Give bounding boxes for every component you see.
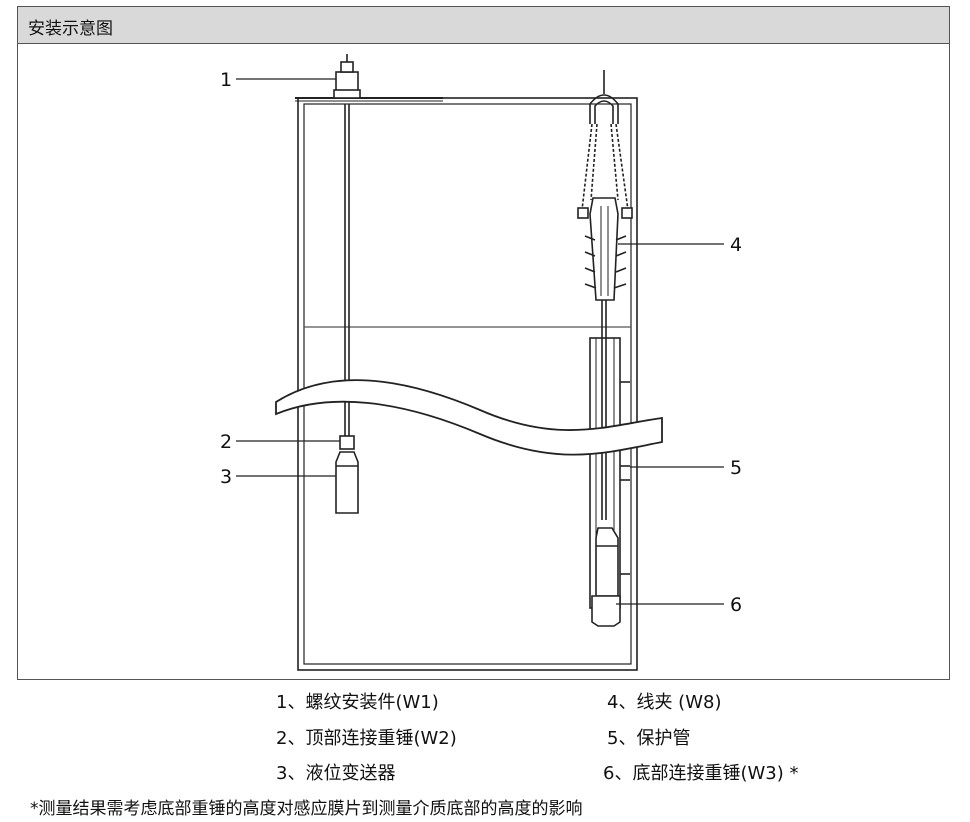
callout-6: 6 [730,594,742,616]
right-cable [601,300,607,520]
legend-item: 6、底部连接重锤(W3) * [603,763,799,784]
legend-item: 4、线夹 (W8) [607,692,722,713]
legend-item: 1、螺纹安装件(W1) [276,692,439,713]
callout-leaders [236,78,724,605]
legend-item: 5、保护管 [607,728,691,749]
footnote: *测量结果需考虑底部重锤的高度对感应膜片到测量介质底部的高度的影响 [30,799,583,819]
threaded-mount-w1 [295,54,443,102]
tank-outline [297,97,638,671]
callout-5: 5 [730,457,742,479]
callout-4: 4 [730,234,742,256]
wave-break [275,379,663,456]
cable-clamp-w8 [577,70,633,301]
callout-3: 3 [220,466,232,488]
top-weight-w2 [339,435,355,450]
installation-diagram-panel: 安装示意图 [17,6,950,680]
bottom-weight-w3 [591,527,621,627]
level-transmitter [335,451,359,514]
legend-item: 2、顶部连接重锤(W2) [276,728,457,749]
callout-2: 2 [220,431,232,453]
panel-title: 安装示意图 [28,19,113,39]
callout-1: 1 [220,69,232,91]
panel-title-bar: 安装示意图 [18,7,949,44]
legend-item: 3、液位变送器 [276,763,396,784]
